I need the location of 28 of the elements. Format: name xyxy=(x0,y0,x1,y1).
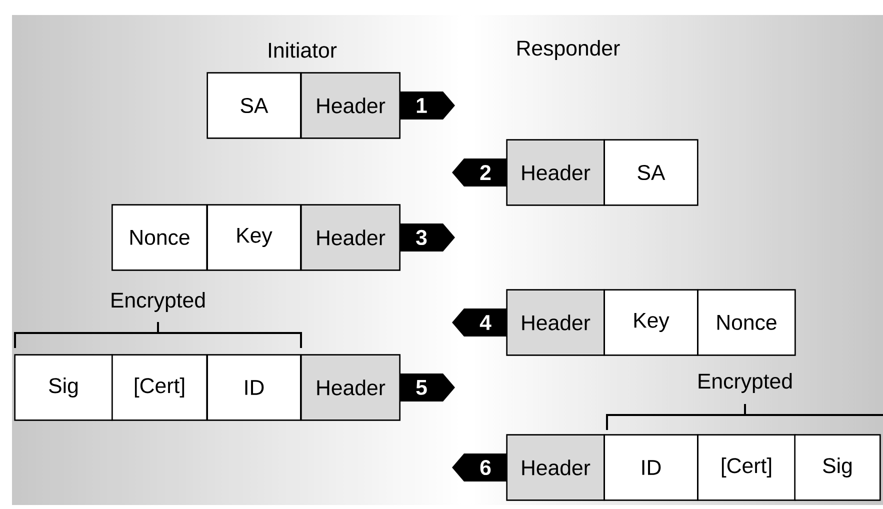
payload-cell: SA xyxy=(206,72,302,139)
step-tag: 2 xyxy=(452,158,507,186)
bracket-label: Encrypted xyxy=(698,373,792,393)
bracket-label: Encrypted xyxy=(112,292,205,312)
header-cell: Header xyxy=(506,289,605,356)
payload-cell: Key xyxy=(604,289,698,356)
payload-cell: [Cert] xyxy=(697,434,796,501)
header-cell: Header xyxy=(300,354,400,421)
payload-cell: ID xyxy=(206,354,302,421)
step-tag: 1 xyxy=(400,92,455,120)
header-cell: Header xyxy=(506,139,605,206)
payload-cell: [Cert] xyxy=(112,354,208,421)
step-tag: 4 xyxy=(452,308,507,336)
payload-cell: Key xyxy=(206,204,302,271)
payload-cell: ID xyxy=(604,434,698,501)
step-tag: 3 xyxy=(400,224,455,252)
role-label: Initiator xyxy=(269,42,337,58)
header-cell: Header xyxy=(506,434,605,501)
payload-cell: SA xyxy=(604,139,698,206)
header-cell: Header xyxy=(300,72,400,139)
step-tag: 6 xyxy=(452,454,507,482)
step-tag: 5 xyxy=(400,374,455,402)
payload-cell: Nonce xyxy=(112,204,208,271)
role-label: Responder xyxy=(518,40,620,60)
payload-cell: Sig xyxy=(14,354,113,421)
payload-cell: Sig xyxy=(794,434,881,501)
payload-cell: Nonce xyxy=(697,289,796,356)
header-cell: Header xyxy=(300,204,400,271)
